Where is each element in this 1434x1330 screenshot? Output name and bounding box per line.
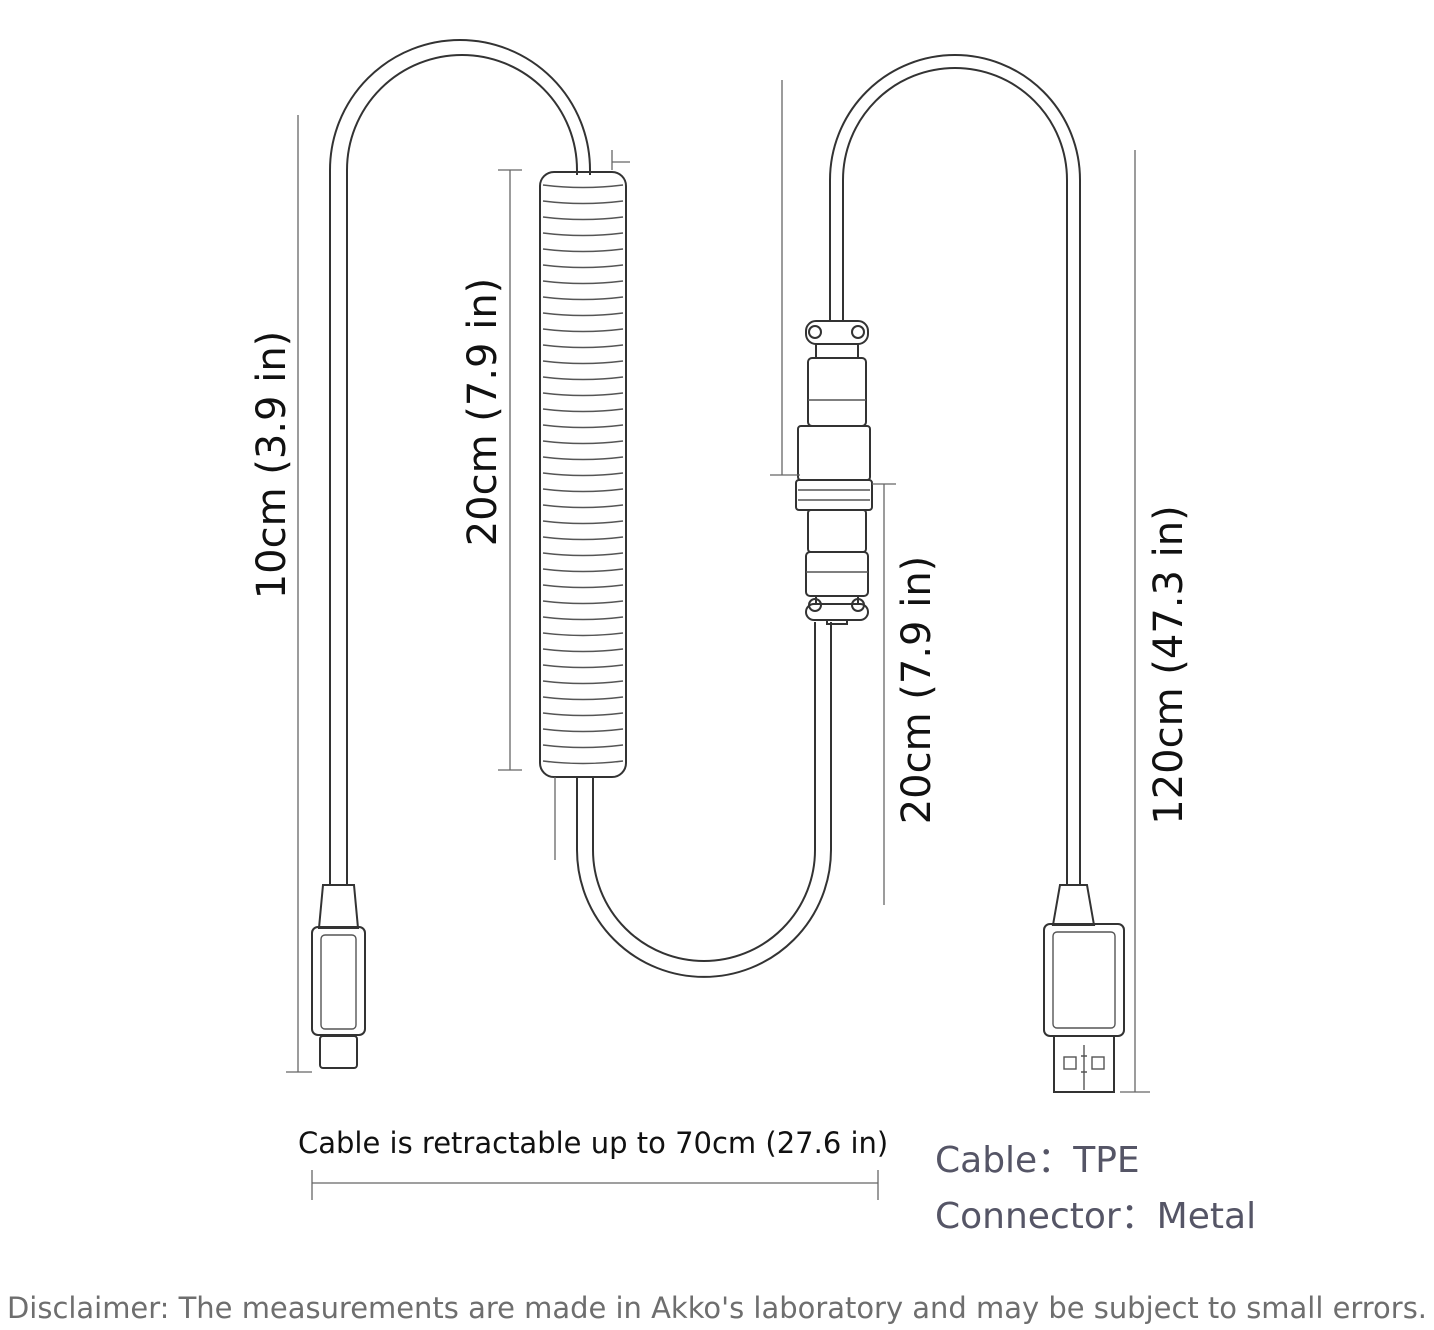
coil-ring [542,408,624,413]
coil-ring [542,296,624,301]
aviator-connector [795,320,873,625]
cable-spec: Cable：TPE [935,1140,1140,1181]
left-segment-label: 10cm (3.9 in) [249,331,295,600]
total-length-label: 120cm (47.3 in) [1146,505,1192,824]
coil-ring [542,440,624,445]
coil-ring [542,200,624,205]
coil-ring [542,664,624,669]
bottom-u-cable [576,622,832,978]
coil-ring [542,744,624,749]
coil-ring [542,632,624,637]
coil-ring [542,232,624,237]
coil-ring [542,488,624,493]
coil-ring [542,760,624,765]
coil-ring [542,680,624,685]
coil-ring [542,648,624,653]
coil-ring [542,216,624,221]
dimension-lines [286,80,1150,1200]
coil-ring [542,360,624,365]
coil-ring [542,584,624,589]
coil-segment-label: 20cm (7.9 in) [460,278,506,547]
right-cable-loop [829,54,1081,885]
coil-ring [542,600,624,605]
coil-ring [542,504,624,509]
aviator-segment-label: 20cm (7.9 in) [894,556,940,825]
coil-ring [542,312,624,317]
coil-ring [542,712,624,717]
coil-ring [542,456,624,461]
coil-ring [542,424,624,429]
type-c-connector [311,884,366,1069]
coil-ring [542,376,624,381]
coil-ring [542,184,624,189]
coil-ring [542,264,624,269]
coiled-cable-section [539,171,627,778]
coil-ring [542,696,624,701]
coil-ring [542,248,624,253]
coil-ring [542,472,624,477]
coil-ring [542,328,624,333]
coil-ring [542,344,624,349]
connector-spec: Connector：Metal [935,1196,1256,1237]
coil-ring [542,536,624,541]
coil-ring [542,552,624,557]
disclaimer-text: Disclaimer: The measurements are made in… [7,1291,1427,1325]
coil-ring [542,728,624,733]
coil-ring [542,568,624,573]
coil-ring [542,520,624,525]
retractable-label: Cable is retractable up to 70cm (27.6 in… [298,1126,888,1160]
usb-a-connector [1043,884,1125,1093]
coil-ring [542,392,624,397]
coil-ring [542,280,624,285]
coil-ring [542,616,624,621]
